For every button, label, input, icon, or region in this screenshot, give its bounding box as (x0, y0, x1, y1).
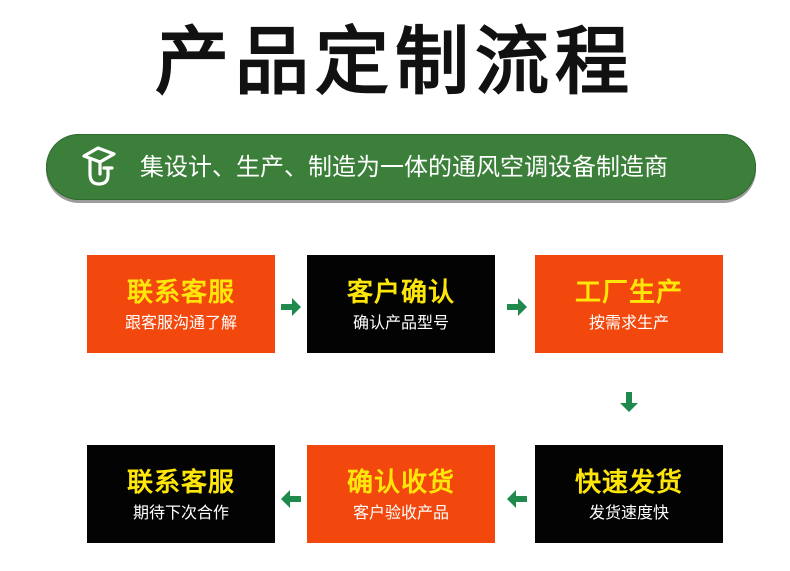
step-subtitle: 确认产品型号 (352, 313, 449, 332)
step-subtitle: 跟客服沟通了解 (124, 313, 237, 332)
step-contact-service: 联系客服 跟客服沟通了解 (87, 255, 275, 353)
step-title: 联系客服 (126, 468, 235, 498)
step-title: 快速发货 (574, 468, 683, 498)
arrow-right-icon (281, 298, 301, 316)
arrow-down-icon (620, 392, 638, 412)
step-subtitle: 期待下次合作 (132, 503, 229, 522)
step-contact-service-again: 联系客服 期待下次合作 (87, 445, 275, 543)
slogan-text: 集设计、生产、制造为一体的通风空调设备制造商 (140, 153, 668, 181)
step-confirm-receipt: 确认收货 客户验收产品 (307, 445, 495, 543)
step-title: 工厂生产 (574, 278, 683, 308)
step-subtitle: 按需求生产 (588, 313, 669, 332)
step-subtitle: 发货速度快 (588, 503, 669, 522)
slogan-banner (46, 134, 756, 200)
arrow-left-icon (507, 490, 527, 508)
hand-tool-icon (82, 146, 116, 186)
step-title: 客户确认 (346, 278, 455, 308)
arrow-right-icon (507, 298, 527, 316)
page-title: 产品定制流程 (155, 19, 635, 105)
step-title: 联系客服 (126, 278, 235, 308)
step-customer-confirm: 客户确认 确认产品型号 (307, 255, 495, 353)
step-fast-shipping: 快速发货 发货速度快 (535, 445, 723, 543)
step-factory-production: 工厂生产 按需求生产 (535, 255, 723, 353)
step-title: 确认收货 (346, 468, 455, 498)
arrow-left-icon (281, 490, 301, 508)
step-subtitle: 客户验收产品 (352, 503, 449, 522)
